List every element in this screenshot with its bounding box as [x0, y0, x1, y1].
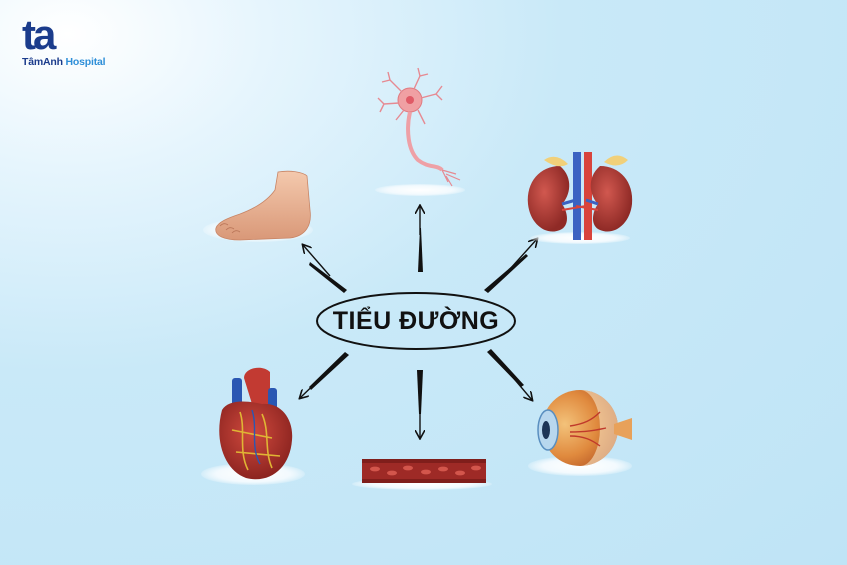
arrow-to-blood-vessel	[417, 370, 423, 438]
blood-vessel-icon	[352, 459, 492, 490]
center-ellipse	[316, 292, 516, 350]
logo-brand-text: TâmAnh Hospital	[22, 56, 106, 68]
arrow-to-nerve	[418, 206, 423, 272]
eyeball-icon	[528, 390, 632, 476]
logo-brand-part2: Hospital	[62, 56, 106, 68]
kidneys-icon	[527, 152, 633, 244]
arrow-to-kidney	[484, 239, 537, 293]
heart-icon	[201, 367, 305, 485]
arrow-to-heart	[300, 352, 349, 398]
foot-icon	[203, 170, 313, 242]
hospital-logo: ta TâmAnh Hospital	[22, 16, 122, 72]
arrow-to-foot	[303, 245, 347, 293]
arrow-to-eye	[487, 349, 532, 400]
logo-brand-part1: TâmAnh	[22, 56, 63, 68]
center-label: TIỂU ĐƯỜNG	[332, 306, 500, 335]
logo-mark-icon: ta	[22, 16, 60, 56]
neuron-icon	[375, 67, 465, 196]
